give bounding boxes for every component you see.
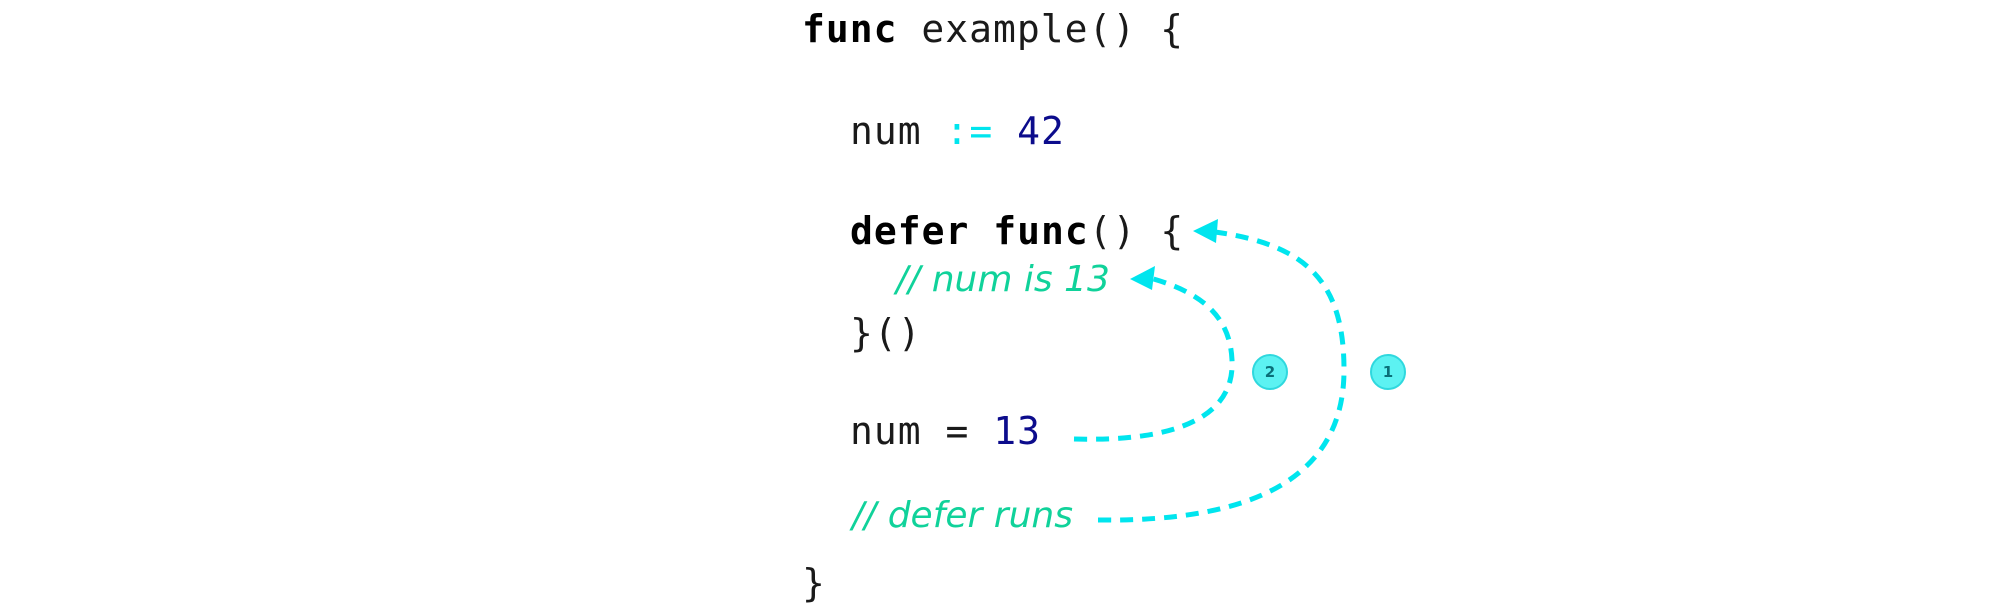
function-signature: example() { [897,7,1185,51]
variable-num-assign: num = [850,409,994,453]
code-line-func-example: func example() { [802,10,1184,48]
arrow-2-head [1130,266,1155,290]
code-line-num-assign: num = 13 [850,412,1041,450]
arrow-1-head [1193,219,1218,243]
code-line-defer-func: defer func() { [850,212,1184,250]
arrow-1-path [1097,229,1347,523]
comment-num-is-13: // num is 13 [896,259,1110,300]
number-literal-42: 42 [993,109,1065,153]
code-line-close-brace: } [802,561,826,605]
step-badge-2: 2 [1252,354,1288,390]
operator-declare: := [945,109,994,153]
anon-func-open: () { [1088,209,1185,253]
keyword-defer: defer [850,209,970,253]
code-line-num-declare: num := 42 [850,112,1065,150]
keyword-func: func [802,7,898,51]
arrow-2-path [1073,275,1235,442]
number-literal-13: 13 [993,409,1042,453]
step-badge-1: 1 [1370,354,1406,390]
keyword-func-anon: func [993,209,1089,253]
code-line-close-call: }() [850,311,922,355]
variable-num: num [850,109,946,153]
comment-defer-runs: // defer runs [852,495,1073,536]
